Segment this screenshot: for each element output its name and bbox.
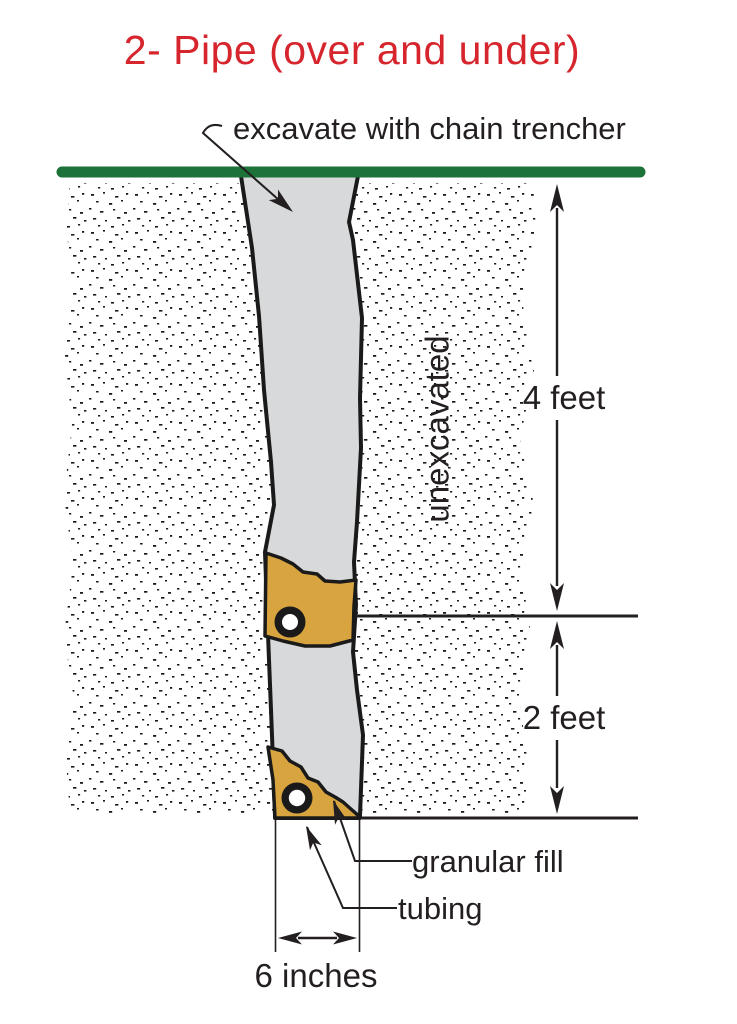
arrow-up-icon (306, 826, 322, 851)
dim-6in-label: 6 inches (255, 957, 378, 994)
granular-fill-leader-line (333, 800, 412, 862)
pipe-upper (274, 606, 306, 638)
arrow-up-icon (550, 621, 564, 649)
arrow-up-icon (333, 800, 348, 825)
page-title: 2- Pipe (over and under) (124, 27, 580, 73)
dimension-2-feet: 2 feet (523, 621, 606, 814)
unexcavated-label: unexcavated (419, 335, 456, 522)
dim-4ft-label: 4 feet (523, 379, 606, 416)
arrow-down-icon (550, 786, 564, 814)
granular-fill-label: granular fill (412, 844, 564, 879)
dimension-6-inches: 6 inches (255, 820, 378, 994)
arrow-down-icon (550, 583, 564, 611)
arrow-right-icon (333, 931, 357, 945)
excavate-label: excavate with chain trencher (233, 111, 626, 146)
tubing-leader-line (306, 826, 397, 909)
dim-2ft-label: 2 feet (523, 699, 606, 736)
pipe-lower (281, 782, 313, 814)
tubing-callout: tubing (306, 826, 482, 926)
dimension-4-feet: 4 feet (523, 184, 606, 611)
pipe-lower-bore (288, 789, 306, 807)
arrow-left-icon (278, 931, 302, 945)
excavate-callout: excavate with chain trencher (201, 111, 626, 212)
pipe-upper-bore (282, 614, 298, 630)
granular-fill-callout: granular fill (333, 800, 564, 879)
tubing-label: tubing (398, 891, 482, 926)
arrow-up-icon (550, 184, 564, 212)
excavate-leader-line (201, 123, 289, 209)
arrow-down-right-icon (268, 189, 293, 212)
